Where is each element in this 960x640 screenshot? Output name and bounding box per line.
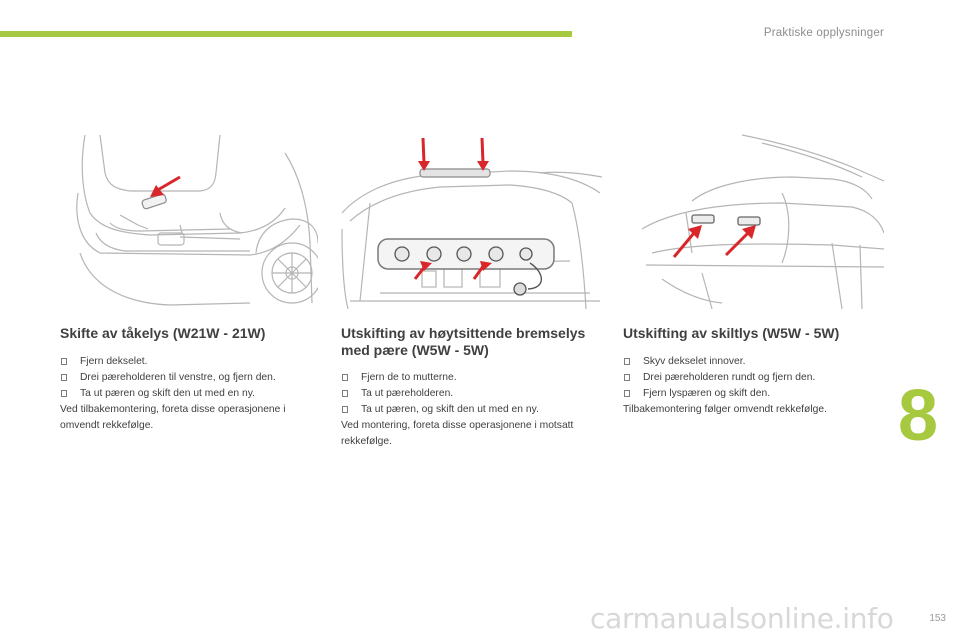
step-list: Fjern dekselet. Drei pæreholderen til ve… xyxy=(60,354,322,402)
section-title: Skifte av tåkelys (W21W - 21W) xyxy=(60,325,266,341)
step-text: Skyv dekselet innover. xyxy=(643,355,746,367)
checkbox-bullet-icon xyxy=(61,357,67,365)
step-text: Ta ut pæren og skift den ut med en ny. xyxy=(80,387,255,399)
fog-lamp-illustration xyxy=(60,133,318,309)
header-accent-bar xyxy=(0,31,572,37)
step-list: Skyv dekselet innover. Drei pæreholderen… xyxy=(623,354,885,402)
chapter-number: 8 xyxy=(898,376,939,456)
list-item: Fjern dekselet. xyxy=(60,354,322,370)
watermark: carmanualsonline.info xyxy=(590,602,894,635)
section-note: Ved montering, foreta disse operasjonene… xyxy=(341,420,574,447)
list-item: Drei pæreholderen rundt og fjern den. xyxy=(623,370,885,386)
plate-light-illustration xyxy=(622,133,884,309)
list-item: Ta ut pæren, og skift den ut med en ny. xyxy=(341,402,603,418)
section-note: Ved tilbakemontering, foreta disse opera… xyxy=(60,403,286,431)
section-fog-lamp: Skifte av tåkelys (W21W - 21W) Fjern dek… xyxy=(60,325,322,434)
list-item: Fjern lyspæren og skift den. xyxy=(623,386,885,402)
step-text: Ta ut pæren, og skift den ut med en ny. xyxy=(361,404,539,415)
step-list: Fjern de to mutterne. Ta ut pæreholderen… xyxy=(341,370,603,418)
section-title: Utskifting av skiltlys (W5W - 5W) xyxy=(623,325,840,341)
checkbox-bullet-icon xyxy=(61,389,67,397)
step-text: Fjern dekselet. xyxy=(80,355,148,367)
list-item: Ta ut pæren og skift den ut med en ny. xyxy=(60,386,322,402)
section-note: Tilbakemontering følger omvendt rekkeføl… xyxy=(623,403,827,415)
checkbox-bullet-icon xyxy=(61,373,67,381)
step-text: Drei pæreholderen rundt og fjern den. xyxy=(643,371,816,383)
section-title: Utskifting av høytsittende bremselys med… xyxy=(341,325,586,358)
step-text: Fjern lyspæren og skift den. xyxy=(643,387,771,399)
checkbox-bullet-icon xyxy=(342,390,348,397)
step-text: Fjern de to mutterne. xyxy=(361,372,457,383)
checkbox-bullet-icon xyxy=(624,357,630,365)
checkbox-bullet-icon xyxy=(624,373,630,381)
checkbox-bullet-icon xyxy=(342,374,348,381)
header-title: Praktiske opplysninger xyxy=(763,27,884,39)
checkbox-bullet-icon xyxy=(624,389,630,397)
page-number: 153 xyxy=(929,613,946,624)
section-brake-light: Utskifting av høytsittende bremselys med… xyxy=(341,325,603,450)
license-plate-light-illustration xyxy=(641,134,884,309)
section-plate-light: Utskifting av skiltlys (W5W - 5W) Skyv d… xyxy=(623,325,885,418)
list-item: Ta ut pæreholderen. xyxy=(341,386,603,402)
fog-lamp-rear-bumper-illustration xyxy=(76,134,318,306)
checkbox-bullet-icon xyxy=(342,406,348,413)
third-brake-light-illustration xyxy=(341,137,602,309)
list-item: Fjern de to mutterne. xyxy=(341,370,603,386)
step-text: Ta ut pæreholderen. xyxy=(361,388,454,399)
brake-light-illustration xyxy=(340,133,602,309)
list-item: Drei pæreholderen til venstre, og fjern … xyxy=(60,370,322,386)
list-item: Skyv dekselet innover. xyxy=(623,354,885,370)
step-text: Drei pæreholderen til venstre, og fjern … xyxy=(80,371,276,383)
